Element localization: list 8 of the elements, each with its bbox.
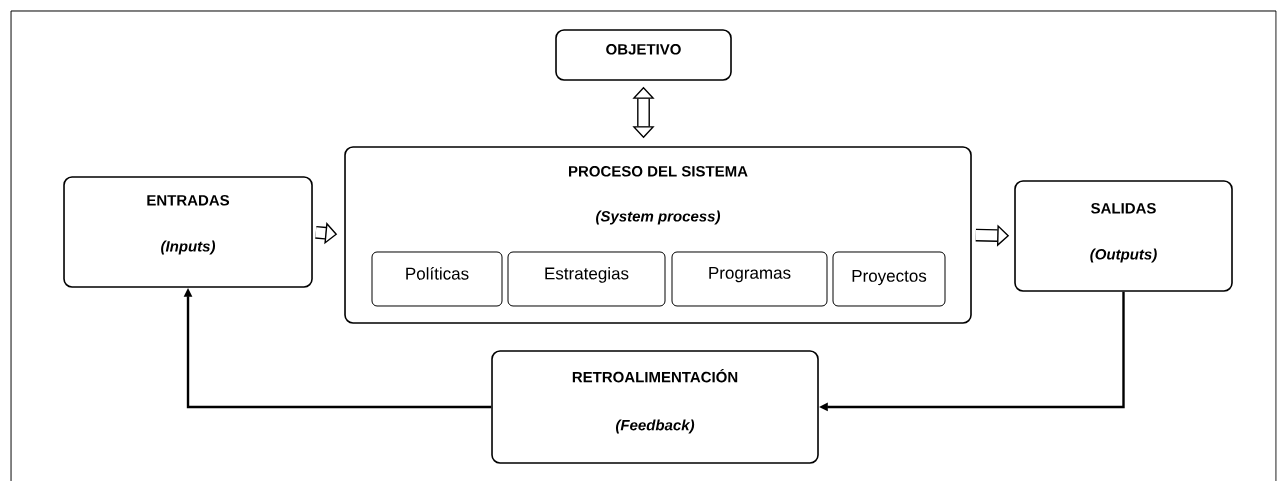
item-box: Proyectos	[832, 251, 946, 307]
process-box: ENTRADAS (Inputs)	[63, 176, 313, 288]
item-box: Programas	[671, 251, 828, 307]
process-box: RETROALIMENTACIÓN (Feedback)	[491, 350, 819, 464]
item-box: Estrategias	[507, 251, 666, 307]
process-box: OBJETIVO	[555, 29, 732, 81]
process-box: SALIDAS (Outputs)	[1014, 180, 1233, 292]
item-box: Políticas	[371, 251, 503, 307]
